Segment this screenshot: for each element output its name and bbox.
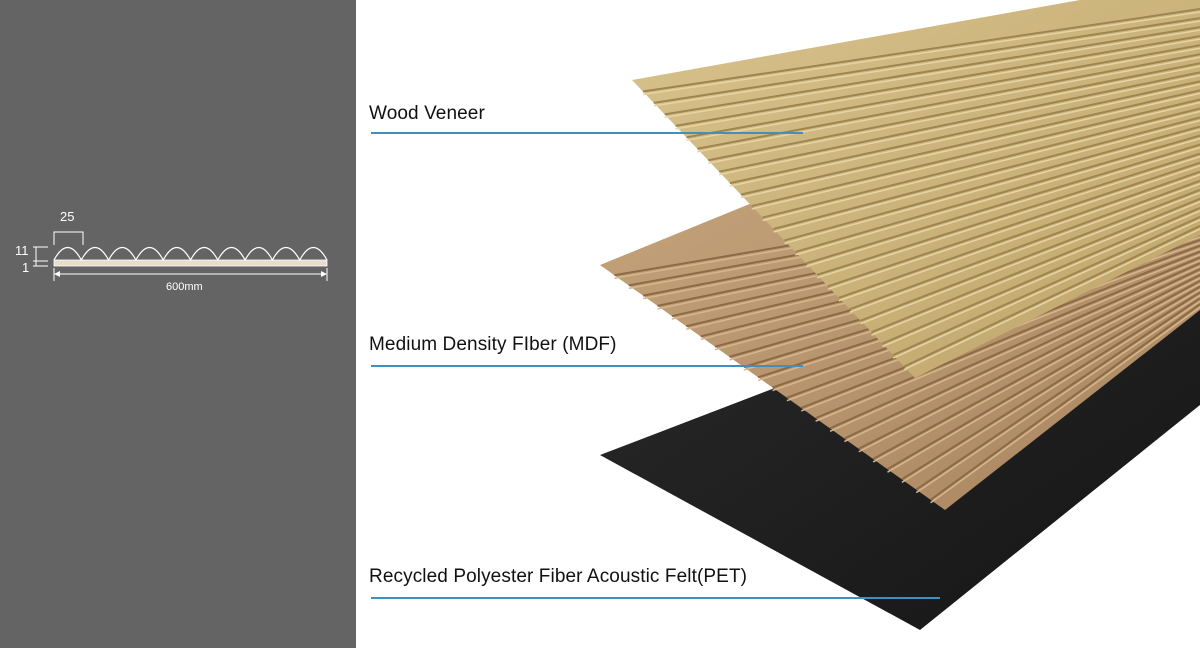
profile-cross-section: 25 11 1 600mm [0, 0, 356, 648]
mdf-leader [371, 365, 803, 367]
felt-leader [371, 597, 940, 599]
width-dimension-bracket [54, 232, 83, 245]
felt-label: Recycled Polyester Fiber Acoustic Felt(P… [369, 566, 747, 588]
mdf-label: Medium Density FIber (MDF) [369, 334, 617, 356]
length-dimension-label: 600mm [166, 281, 203, 293]
wood-veneer-label: Wood Veneer [369, 103, 485, 125]
height-dimension-marks [33, 247, 48, 266]
wood-veneer-leader [371, 132, 803, 134]
height-base-label: 1 [22, 260, 29, 275]
height-total-label: 11 [15, 243, 29, 258]
profile-panel: 25 11 1 600mm [0, 0, 356, 648]
width-dimension-label: 25 [60, 209, 74, 224]
exploded-layers [356, 0, 1200, 648]
profile-flutes [54, 248, 327, 261]
